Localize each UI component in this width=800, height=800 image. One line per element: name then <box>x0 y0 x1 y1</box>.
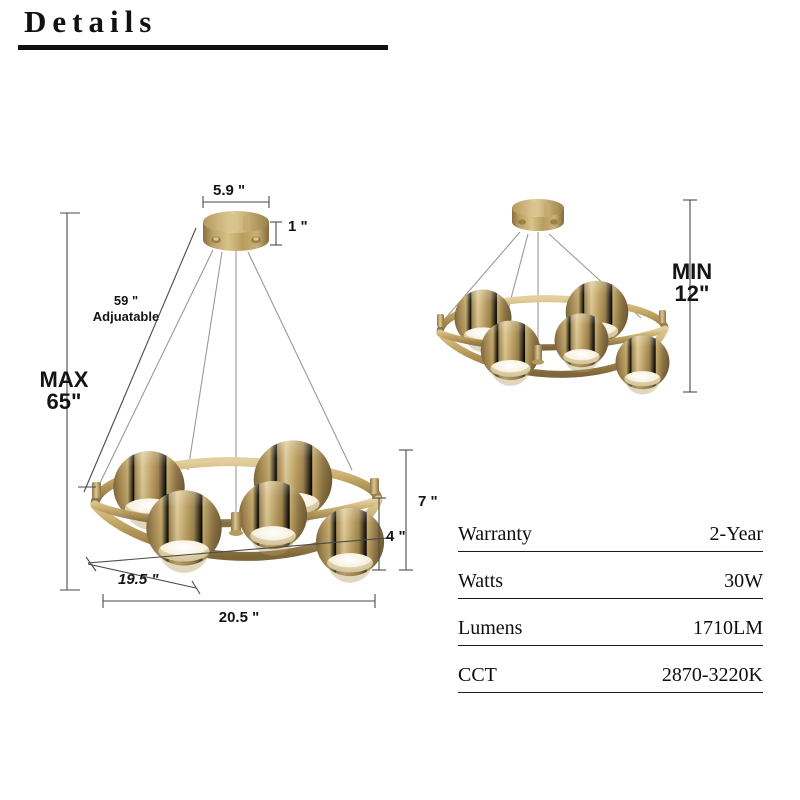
center-stem-min <box>534 345 542 361</box>
max-value: 65" <box>46 389 82 414</box>
fixture-height-label: 7 " <box>418 493 438 510</box>
spec-value: 1710LM <box>693 617 763 639</box>
page-header: Details <box>0 0 800 60</box>
right-chandelier <box>436 199 670 395</box>
suspension-cables-min <box>443 231 642 345</box>
page-title: Details <box>24 4 158 39</box>
spec-value: 30W <box>724 570 763 592</box>
table-row: Lumens 1710LM <box>458 599 763 646</box>
min-value: 12" <box>674 281 710 306</box>
title-underline <box>18 45 388 50</box>
globe-back-left <box>113 451 185 530</box>
globe-back-center <box>253 440 333 527</box>
globe-min-back-left <box>454 289 512 353</box>
globe-min-mid-center <box>554 313 609 373</box>
spec-value: 2870-3220K <box>661 664 763 686</box>
left-dimension-lines <box>60 196 413 608</box>
globe-min-back-center <box>565 280 629 350</box>
specification-table: Warranty 2-Year Watts 30W Lumens 1710LM … <box>458 505 763 693</box>
spec-key: CCT <box>458 664 497 686</box>
ceiling-canopy-min <box>512 199 564 231</box>
globe-mid-left <box>146 490 222 573</box>
ring-front <box>90 495 383 561</box>
spec-value: 2-Year <box>709 523 763 545</box>
spec-key: Warranty <box>458 523 532 545</box>
table-row: Watts 30W <box>458 552 763 599</box>
cable-length-label: 59 " <box>113 293 139 308</box>
spec-key: Watts <box>458 570 504 592</box>
ring-back <box>90 457 383 510</box>
globe-min-mid-left <box>480 320 541 386</box>
bracket-right-min <box>659 310 666 323</box>
max-label: MAX <box>39 367 89 392</box>
globe-front-right <box>315 508 385 583</box>
bracket-left-min <box>437 314 444 327</box>
globe-mid-center <box>238 481 308 556</box>
suspension-cables <box>97 249 353 512</box>
min-label: MIN <box>671 259 713 284</box>
left-chandelier <box>90 211 385 583</box>
canopy-height-label: 1 " <box>288 218 308 235</box>
bracket-left <box>92 482 101 498</box>
center-stem <box>231 512 241 532</box>
ring-middle-bar-min <box>436 325 669 351</box>
table-row: CCT 2870-3220K <box>458 646 763 693</box>
globe-min-front-right <box>615 335 670 395</box>
ring-front-min <box>436 325 669 378</box>
ring-width-label: 20.5 " <box>218 609 260 626</box>
spec-key: Lumens <box>458 617 523 639</box>
cable-adjustable-note: Adjuatable <box>92 309 160 324</box>
canopy-width-label: 5.9 " <box>213 182 246 199</box>
table-row: Warranty 2-Year <box>458 505 763 552</box>
shade-height-label: 4 " <box>386 528 406 545</box>
ring-middle-bar <box>91 496 382 528</box>
ceiling-canopy <box>203 211 269 251</box>
bracket-right <box>370 478 379 494</box>
ring-back-min <box>436 295 669 337</box>
ring-diagonal-label: 19.5 " <box>118 571 159 588</box>
